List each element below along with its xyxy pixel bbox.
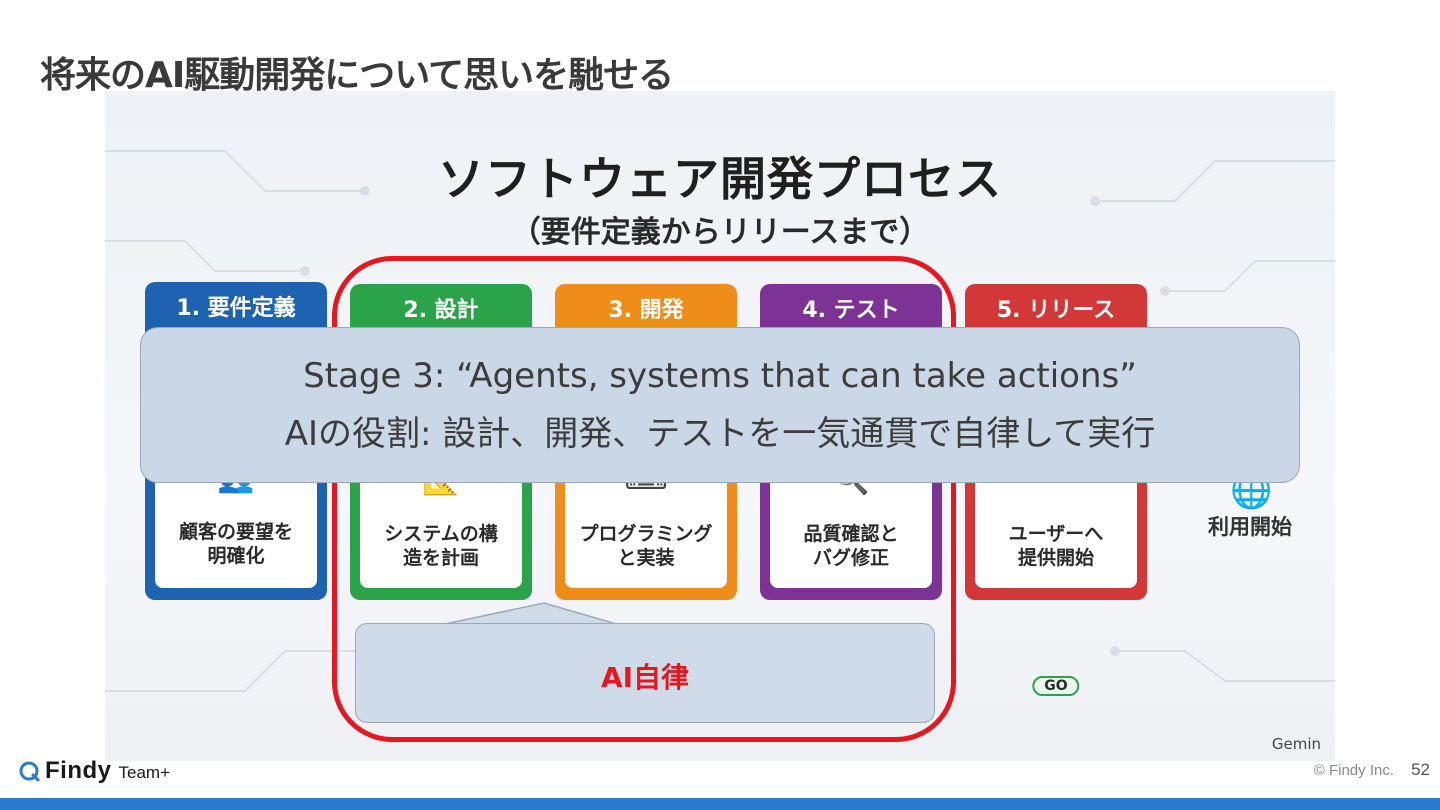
stage-description: 明確化	[207, 545, 265, 567]
stage-label: 1. 要件定義	[176, 296, 296, 321]
stage-description: システムの構	[384, 523, 498, 545]
copyright: © Findy Inc.	[1313, 762, 1394, 779]
infographic-subtitle: （要件定義からリリースまで）	[510, 215, 930, 250]
stage-description: ユーザーへ	[1008, 523, 1104, 545]
stage-description: 造を計画	[402, 547, 479, 569]
go-badge-icon: GO	[1032, 676, 1080, 696]
stage-label: 3. 開発	[608, 298, 684, 323]
stage-label: 5. リリース	[996, 298, 1116, 323]
ai-autonomy-highlight-frame	[332, 256, 956, 742]
findy-logo: Findy Team+	[18, 757, 171, 784]
overlay-stage-line: Stage 3: “Agents, systems that can take …	[303, 356, 1137, 396]
overlay-role-line: AIの役割: 設計、開発、テストを一気通貫で自律して実行	[284, 414, 1156, 454]
stage-description: と実装	[617, 547, 675, 569]
ai-autonomy-callout: AI自律	[355, 623, 935, 723]
stage-3-overlay: Stage 3: “Agents, systems that can take …	[140, 327, 1300, 483]
stage-label: 4. テスト	[802, 298, 900, 323]
stage-description: 品質確認と	[803, 523, 899, 545]
stage-label: 2. 設計	[403, 298, 479, 323]
logo-main-text: Findy	[45, 757, 112, 784]
stage-description: バグ修正	[812, 547, 889, 569]
bottom-accent-bar	[0, 798, 1440, 810]
usage-label: 利用開始	[1208, 515, 1292, 539]
logo-sub-text: Team+	[118, 763, 171, 782]
stage-description: 提供開始	[1017, 547, 1094, 569]
page-number: 52	[1411, 760, 1430, 779]
callout-text: AI自律	[600, 661, 690, 694]
circuit-background	[105, 150, 1335, 692]
findy-logo-icon	[19, 761, 40, 782]
slide-title: 将来のAI駆動開発について思いを馳せる	[40, 55, 674, 96]
source-label: Gemin	[1271, 735, 1321, 753]
infographic-title: ソフトウェア開発プロセス	[438, 152, 1002, 206]
stage-description: 顧客の要望を	[178, 521, 293, 543]
stage-description: プログラミング	[579, 523, 713, 545]
